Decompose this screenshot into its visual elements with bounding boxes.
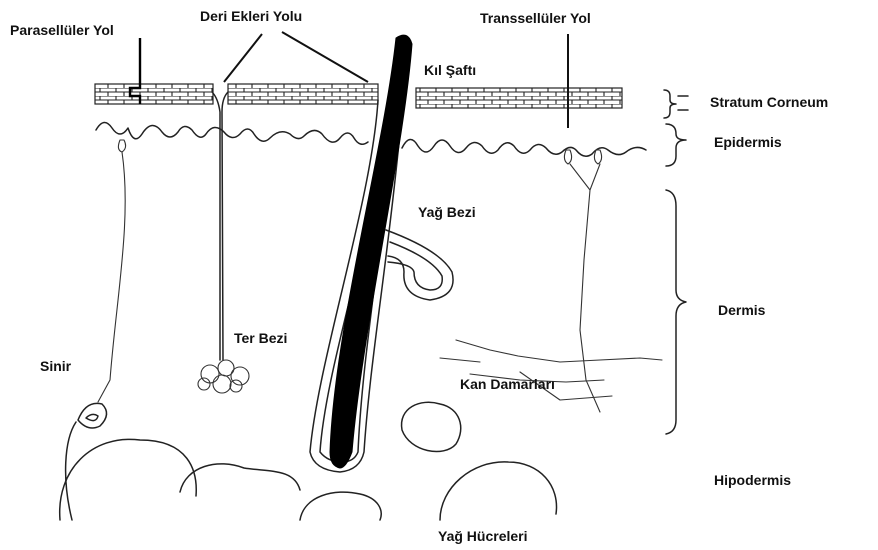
- layer-braces: [664, 90, 688, 434]
- label-fat-cells: Yağ Hücreleri: [438, 528, 528, 544]
- label-transcellular: Transsellüler Yol: [480, 10, 591, 26]
- nerve-left: [98, 140, 126, 402]
- label-dermis: Dermis: [718, 302, 765, 318]
- label-sweat-gland: Ter Bezi: [234, 330, 287, 346]
- label-stratum-corneum: Stratum Corneum: [710, 94, 828, 110]
- epidermis-boundary: [96, 122, 646, 156]
- label-sebaceous-gland: Yağ Bezi: [418, 204, 476, 220]
- nerve-ending-left: [78, 403, 107, 428]
- sebaceous-gland: [386, 230, 453, 300]
- label-hypodermis: Hipodermis: [714, 472, 791, 488]
- label-nerve: Sinir: [40, 358, 71, 374]
- sweat-duct: [212, 92, 228, 360]
- label-appendage-route: Deri Ekleri Yolu: [200, 8, 302, 24]
- fat-cells: [60, 402, 557, 520]
- label-epidermis: Epidermis: [714, 134, 782, 150]
- nerve-endings-right: [564, 150, 601, 412]
- appendage-pointer-lines: [224, 32, 368, 82]
- label-blood-vessels: Kan Damarları: [460, 376, 555, 392]
- label-paracellular: Parasellüler Yol: [10, 22, 114, 38]
- label-hair-shaft: Kıl Şaftı: [424, 62, 476, 78]
- sweat-gland-coil: [198, 360, 249, 393]
- stratum-corneum-layer: [95, 84, 622, 108]
